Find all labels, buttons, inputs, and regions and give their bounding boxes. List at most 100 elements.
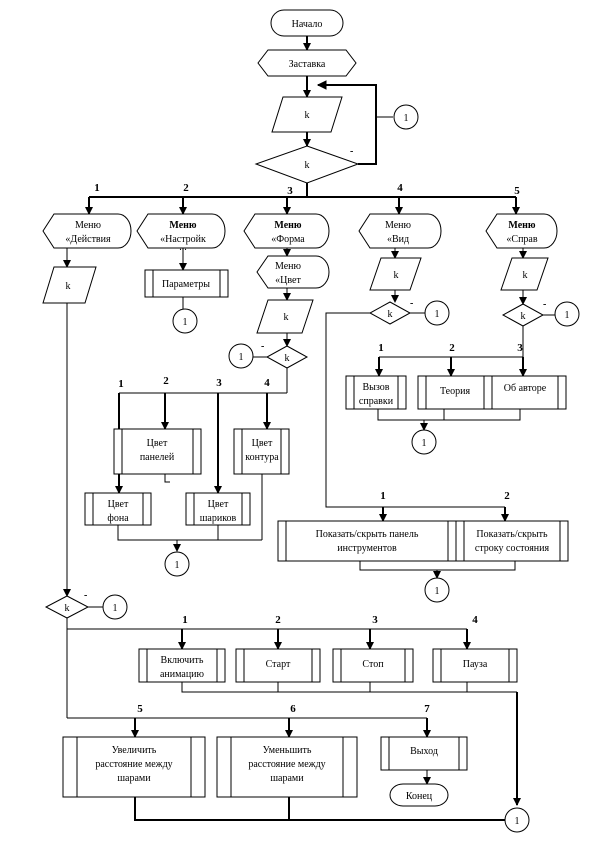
menu-settings-l3: ... <box>179 242 187 253</box>
inc-l3: шарами <box>117 773 151 784</box>
input-k-top <box>271 96 343 133</box>
view-status-l2: строку состояния <box>475 543 550 554</box>
menu-shape-l1: Меню <box>274 220 302 231</box>
num-1-top: 1 <box>94 182 100 194</box>
menu-settings <box>136 213 226 249</box>
view-status-l1: Показать/скрыть <box>476 529 548 540</box>
menu-color-l2: «Цвет <box>275 275 301 286</box>
connector-help-end <box>411 429 437 455</box>
menu-view <box>358 213 442 249</box>
num-3-actions: 3 <box>372 614 378 626</box>
color-bg-box <box>84 492 152 526</box>
connector-help <box>554 301 580 327</box>
k-top-label: k <box>305 110 310 121</box>
input-k-help <box>500 257 549 291</box>
view-toolbar-box <box>277 520 457 562</box>
connector-actions-label: 1 <box>113 603 118 614</box>
splash-label: Заставка <box>289 59 326 70</box>
start-label: Начало <box>292 19 323 30</box>
dec-box <box>216 736 358 798</box>
connector-bottom-label: 1 <box>515 816 520 827</box>
menu-view-l1: Меню <box>385 220 412 231</box>
stop-action-label: Стоп <box>362 659 384 670</box>
stop-box <box>332 648 414 683</box>
connector-view <box>424 300 450 326</box>
num-4-actions: 4 <box>472 614 478 626</box>
k-actions-label: k <box>66 281 71 292</box>
connector-actions <box>102 594 128 620</box>
color-balls-box <box>185 492 251 526</box>
start-box <box>235 648 321 683</box>
color-bg-l1: Цвет <box>108 499 129 510</box>
anim-l2: анимацию <box>160 669 205 680</box>
end-terminator <box>389 783 449 807</box>
k-decision-color-label: k <box>285 353 290 364</box>
num-2-top: 2 <box>183 182 189 194</box>
num-2-view: 2 <box>504 490 510 502</box>
cond-no-top: - <box>350 146 353 157</box>
num-2-color: 2 <box>163 375 169 387</box>
exit-label: Выход <box>410 746 438 757</box>
end-label: Конец <box>406 791 433 802</box>
menu-settings-l1: Меню <box>169 220 197 231</box>
cond-no-color: - <box>261 341 264 352</box>
menu-actions-l1: Меню <box>75 220 102 231</box>
menu-actions <box>42 213 132 249</box>
num-2-actions: 2 <box>275 614 281 626</box>
num-3-color: 3 <box>216 377 222 389</box>
num-5-top: 5 <box>514 185 520 197</box>
color-bg-l2: фона <box>107 513 129 524</box>
params-box <box>144 269 229 298</box>
num-4-color: 4 <box>264 377 270 389</box>
num-1-actions: 1 <box>182 614 188 626</box>
menu-help-l2: «Справ <box>506 234 537 245</box>
color-balls-l1: Цвет <box>208 499 229 510</box>
menu-help <box>485 213 558 249</box>
num-6-actions: 6 <box>290 703 296 715</box>
dec-l3: шарами <box>270 773 304 784</box>
input-k-view <box>369 257 422 291</box>
num-1-help: 1 <box>378 342 384 354</box>
connector-view-end-label: 1 <box>435 586 440 597</box>
connector-view-label: 1 <box>435 309 440 320</box>
color-panels-l1: Цвет <box>147 438 168 449</box>
cond-no-view: - <box>410 298 413 309</box>
input-k-color <box>256 299 314 334</box>
k-decision-actions-label: k <box>65 603 70 614</box>
num-3-top: 3 <box>287 185 293 197</box>
k-decision-view-label: k <box>388 309 393 320</box>
anim-box <box>138 648 226 683</box>
num-7-actions: 7 <box>424 703 430 715</box>
menu-view-l2: «Вид <box>387 234 409 245</box>
view-toolbar-l1: Показать/скрыть панель <box>316 529 419 540</box>
num-4-top: 4 <box>397 182 403 194</box>
connector-help-label: 1 <box>565 310 570 321</box>
inc-l2: расстояние между <box>95 759 172 770</box>
color-panels-l2: панелей <box>140 452 175 463</box>
num-5-actions: 5 <box>137 703 143 715</box>
num-1-color: 1 <box>118 378 124 390</box>
cond-no-actions: - <box>84 590 87 601</box>
menu-actions-l2: «Действия <box>65 234 111 245</box>
menu-shape-l2: «Форма <box>271 234 305 245</box>
help-theory-box <box>417 375 485 410</box>
k-view-label: k <box>394 270 399 281</box>
menu-shape <box>243 213 330 249</box>
color-contour-box <box>233 428 290 475</box>
decision-k-view <box>368 301 412 325</box>
connector-settings-label: 1 <box>183 317 188 328</box>
help-theory-label: Теория <box>440 386 471 397</box>
start-action-label: Старт <box>266 659 291 670</box>
help-author-box <box>483 375 567 410</box>
input-k-actions <box>42 266 97 304</box>
k-color-label: k <box>284 312 289 323</box>
connector-settings <box>172 308 198 334</box>
menu-settings-l2: «Настройк <box>160 234 206 245</box>
connector-top-label: 1 <box>404 113 409 124</box>
menu-help-l1: Меню <box>508 220 536 231</box>
connector-color-label: 1 <box>239 352 244 363</box>
pause-action-label: Пауза <box>463 659 488 670</box>
help-call-l2: справки <box>359 396 394 407</box>
connector-help-end-label: 1 <box>422 438 427 449</box>
